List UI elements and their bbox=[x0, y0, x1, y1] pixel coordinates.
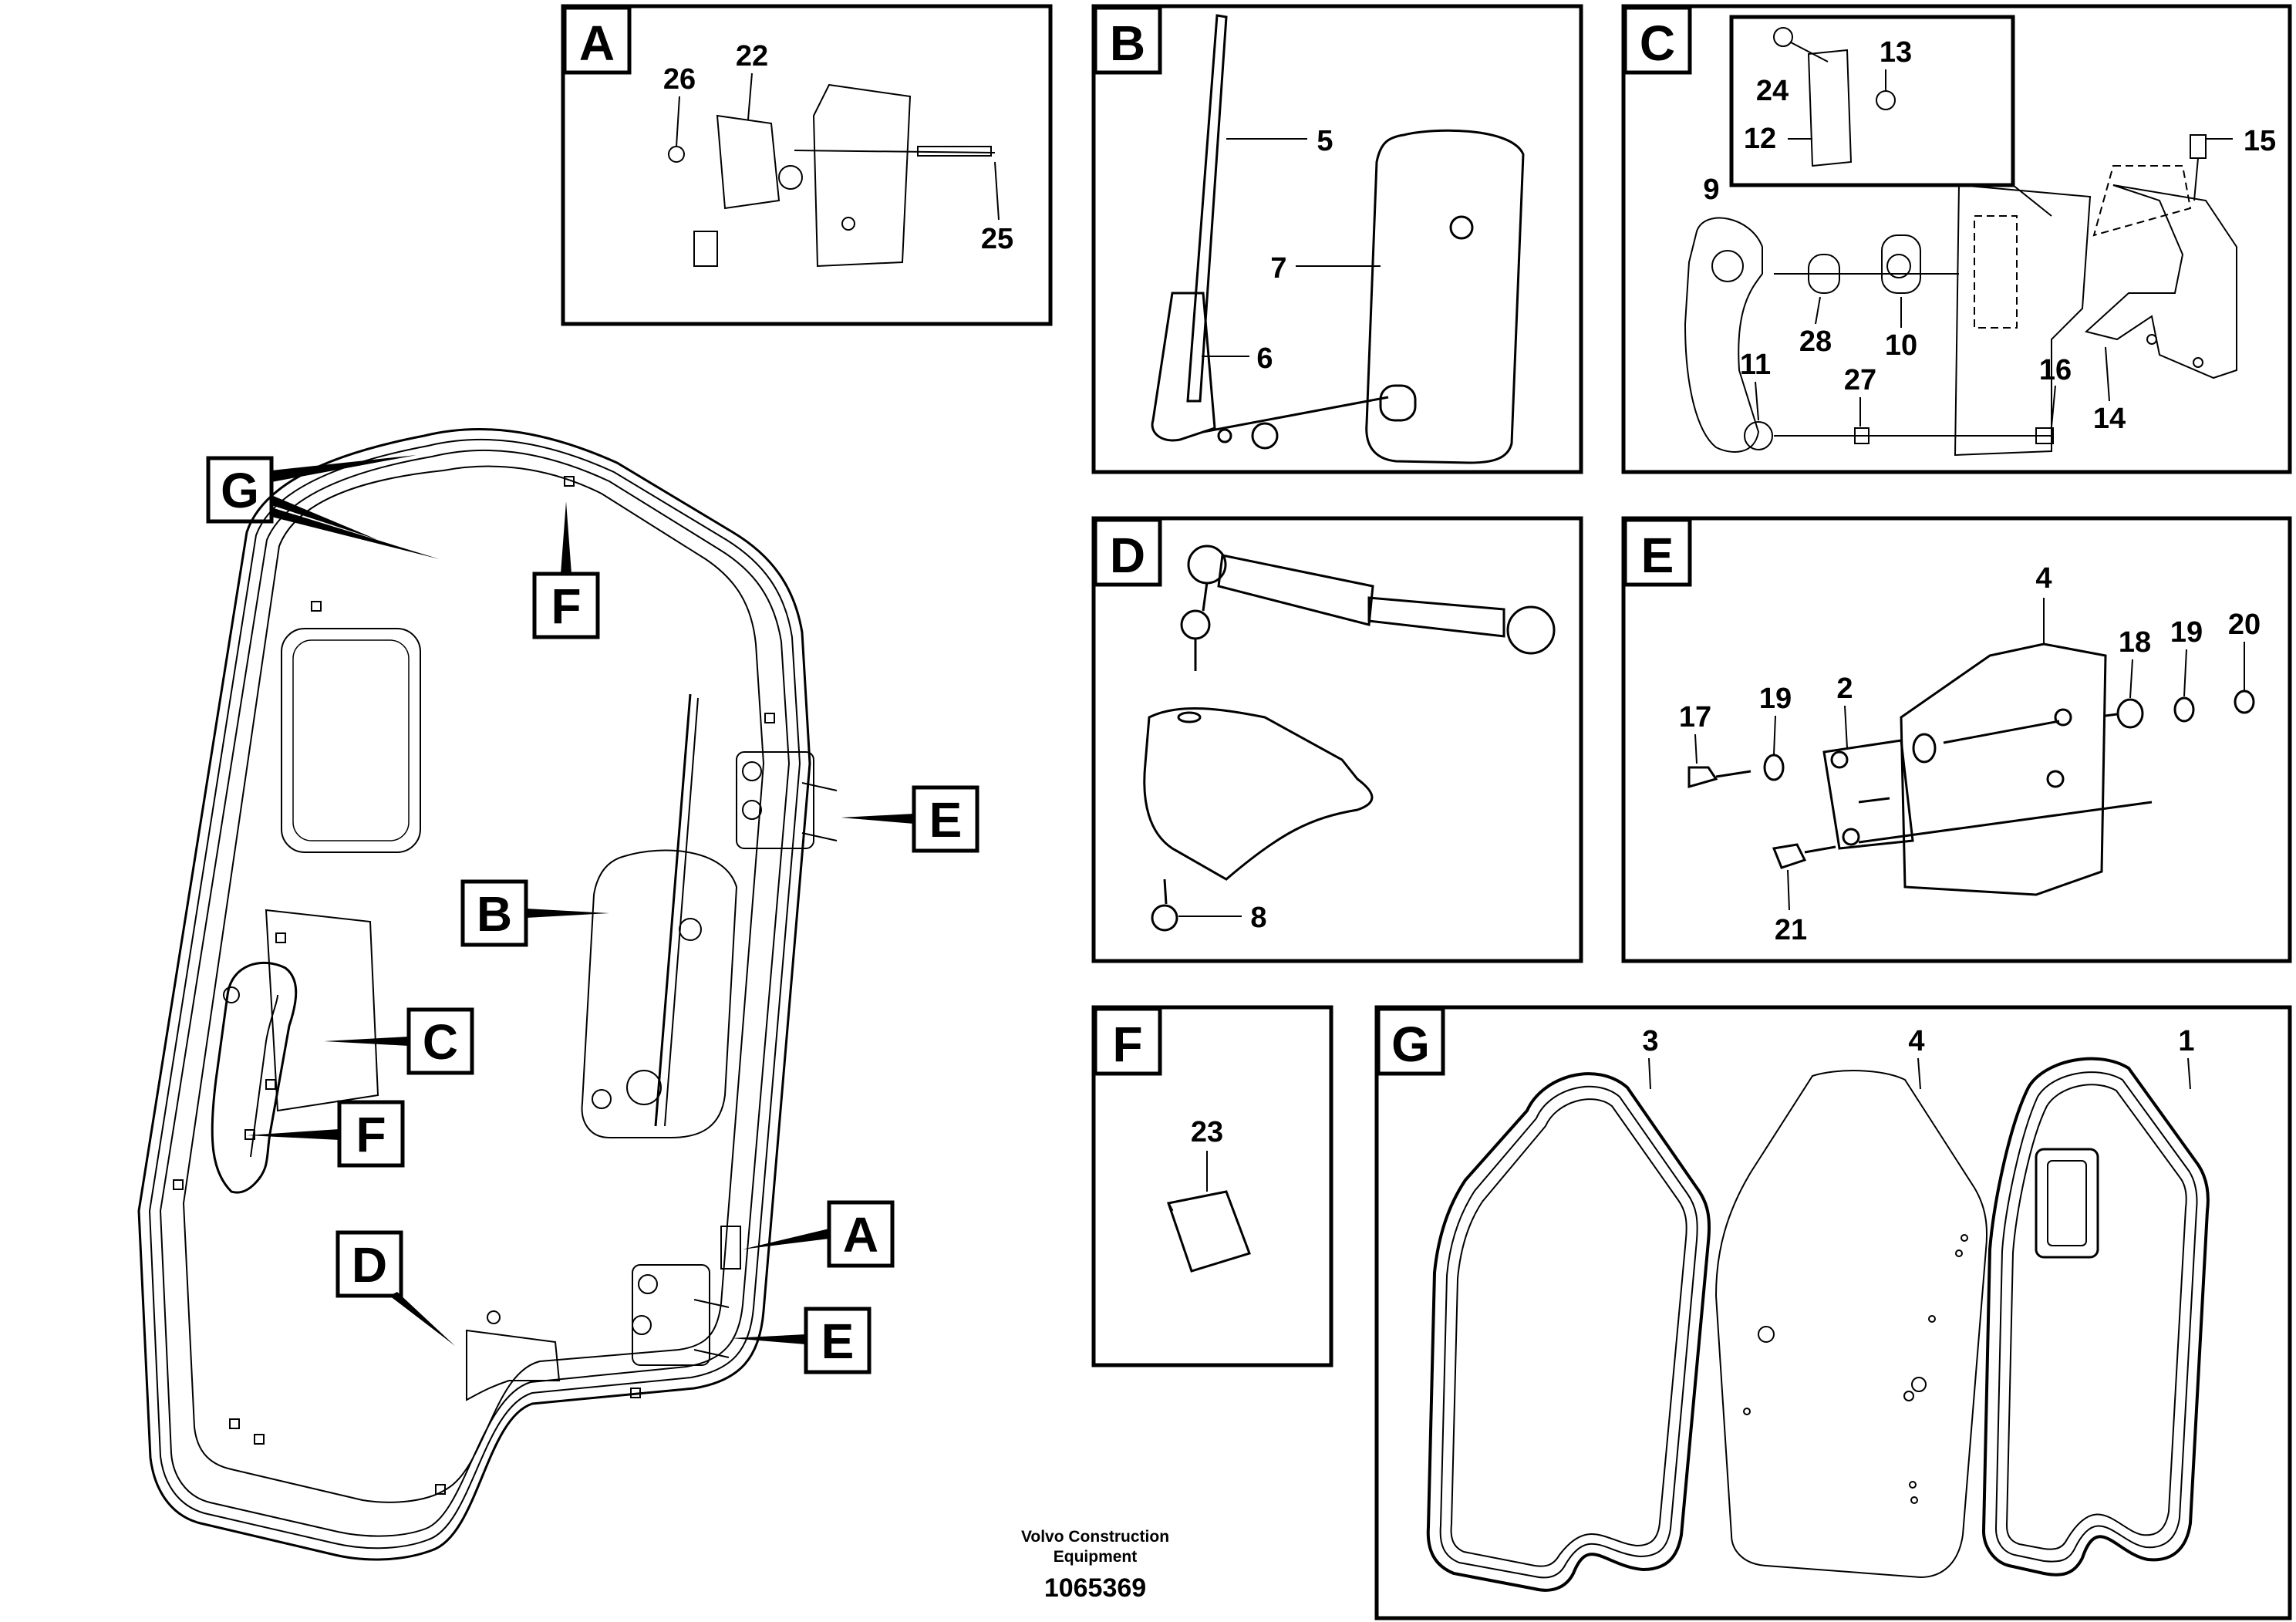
part-22: 22 bbox=[736, 40, 768, 73]
part-4: 4 bbox=[2035, 562, 2052, 595]
panel-c-letter: C bbox=[1640, 15, 1675, 71]
panel-e-letter: E bbox=[1641, 528, 1674, 583]
part-24: 24 bbox=[1756, 75, 1789, 107]
door-assembly bbox=[137, 428, 838, 1561]
footer-company-line2: Equipment bbox=[1053, 1548, 1138, 1566]
part-14: 14 bbox=[2093, 403, 2126, 435]
part-12: 12 bbox=[1744, 123, 1776, 155]
footer-company-line1: Volvo Construction bbox=[1020, 1528, 1170, 1546]
part-5: 5 bbox=[1317, 125, 1333, 157]
panel-g-letter: G bbox=[1391, 1017, 1430, 1072]
part-26: 26 bbox=[663, 63, 696, 96]
footer: Volvo Construction Equipment 1065369 bbox=[1003, 1527, 1188, 1603]
part-4-glass: 4 bbox=[1908, 1025, 1924, 1057]
callout-d-label: D bbox=[352, 1237, 387, 1293]
callout-f-top-label: F bbox=[551, 578, 581, 634]
part-7: 7 bbox=[1270, 252, 1286, 285]
panel-d: D 8 bbox=[1091, 516, 1583, 963]
panel-c: C 13 24 bbox=[1621, 4, 2292, 474]
part-27: 27 bbox=[1844, 364, 1876, 396]
part-16: 16 bbox=[2039, 354, 2072, 386]
callout-d bbox=[335, 1230, 403, 1298]
part-23: 23 bbox=[1191, 1116, 1223, 1148]
door-hinge-bottom bbox=[632, 1264, 710, 1366]
door-glass bbox=[182, 465, 765, 1503]
callout-g-label: G bbox=[221, 463, 259, 518]
part-15: 15 bbox=[2244, 125, 2276, 157]
part-25: 25 bbox=[981, 223, 1013, 255]
panel-f-letter: F bbox=[1112, 1017, 1142, 1072]
part-13: 13 bbox=[1880, 36, 1912, 69]
callout-a-label: A bbox=[843, 1207, 878, 1263]
door-latch bbox=[720, 1226, 741, 1270]
door-handle bbox=[265, 909, 379, 1112]
callout-g bbox=[206, 456, 274, 524]
part-11: 11 bbox=[1740, 349, 1771, 381]
callout-f-bottom-label: F bbox=[356, 1107, 386, 1162]
door-wiper-housing bbox=[581, 849, 738, 1138]
panel-g: G 3 4 1 bbox=[1374, 1005, 2292, 1620]
panel-b-letter: B bbox=[1110, 15, 1145, 71]
part-3: 3 bbox=[1642, 1025, 1658, 1057]
part-19b: 19 bbox=[1759, 683, 1792, 715]
part-2: 2 bbox=[1836, 673, 1853, 705]
door-window-panel bbox=[281, 628, 421, 853]
callout-e-top-label: E bbox=[929, 792, 963, 848]
footer-part-number: 1065369 bbox=[1043, 1573, 1147, 1603]
panel-a: A 26 22 25 bbox=[561, 4, 1053, 326]
door-gas-strut-bracket bbox=[466, 1329, 561, 1401]
panel-e: E 4 18 19 20 17 bbox=[1621, 516, 2292, 963]
part-6: 6 bbox=[1256, 342, 1273, 375]
part-8: 8 bbox=[1250, 902, 1266, 934]
part-10: 10 bbox=[1885, 329, 1917, 362]
part-20: 20 bbox=[2228, 609, 2261, 641]
door-callouts: G F E B C F A D E bbox=[206, 455, 979, 1374]
door-frame-line-3 bbox=[159, 449, 791, 1537]
callout-c-label: C bbox=[423, 1014, 458, 1070]
part-1: 1 bbox=[2178, 1025, 2194, 1057]
door-outer-frame bbox=[137, 428, 811, 1561]
panel-f: F 23 bbox=[1091, 1005, 1333, 1367]
panel-a-letter: A bbox=[579, 15, 615, 71]
part-17: 17 bbox=[1679, 701, 1711, 733]
part-28: 28 bbox=[1799, 325, 1832, 358]
part-21: 21 bbox=[1775, 914, 1807, 946]
door-clips bbox=[173, 476, 775, 1495]
door-hinge-top bbox=[736, 751, 814, 849]
door-frame-line-2 bbox=[148, 438, 801, 1549]
callout-e-bottom-label: E bbox=[821, 1313, 855, 1369]
part-19: 19 bbox=[2170, 616, 2203, 649]
callout-b-label: B bbox=[477, 886, 512, 942]
panel-d-letter: D bbox=[1110, 528, 1145, 583]
part-18: 18 bbox=[2119, 626, 2151, 659]
part-9: 9 bbox=[1703, 174, 1719, 206]
panel-b: B 5 7 6 bbox=[1091, 4, 1583, 474]
